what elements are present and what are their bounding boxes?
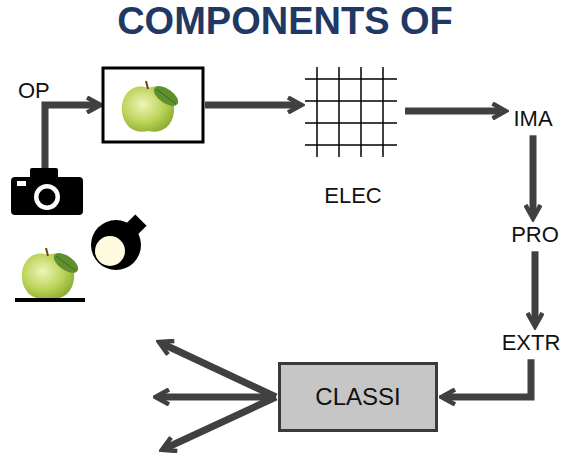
stage-name: ELEC: [305, 183, 401, 208]
camera-icon: [11, 168, 83, 215]
stage-label: PRO: [509, 222, 561, 247]
light-bulb: [91, 214, 147, 270]
stage-label: OP: [18, 78, 50, 104]
stage-label: IMA: [511, 106, 554, 131]
optics-arrow: [45, 105, 96, 168]
stage-name: PRO: [509, 222, 561, 247]
box-label: CLASSI: [315, 383, 400, 411]
flow-arrow: [530, 135, 537, 214]
frame-arrow: [205, 102, 297, 109]
sensor-grid: ELEC: [305, 67, 401, 208]
flow-arrow: [446, 359, 531, 397]
apple-object: [22, 248, 82, 299]
output-arrows: [160, 344, 276, 448]
flow-arrow: [405, 108, 501, 115]
image-frame: [103, 68, 203, 142]
title: COMPONENTS OF: [0, 0, 570, 43]
apple-picture: [122, 81, 182, 132]
pixel-grid: [305, 67, 397, 157]
stage-name: EXTR: [500, 330, 563, 355]
stage-label: EXTR: [500, 330, 563, 355]
stand-line: [15, 298, 85, 302]
flow-arrow: [532, 251, 539, 322]
process-box: CLASSI: [278, 362, 438, 432]
stage-name: IMA: [511, 106, 554, 131]
